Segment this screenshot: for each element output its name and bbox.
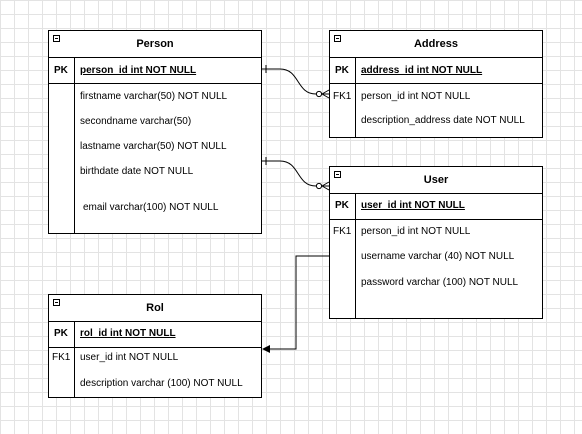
entity-header: Address [330, 31, 542, 58]
crowfoot-many-icon [321, 89, 330, 99]
fk-label: FK1 [333, 91, 352, 102]
pk-field[interactable]: user_id int NOT NULL [361, 200, 465, 211]
pk-label: PK [54, 328, 68, 339]
entity-rol[interactable]: Rol PK rol_id int NOT NULL FK1 user_id i… [48, 294, 262, 398]
field-row[interactable]: description_address date NOT NULL [361, 115, 525, 126]
entity-header: Rol [49, 295, 261, 322]
field-row[interactable]: password varchar (100) NOT NULL [361, 277, 519, 288]
entity-title: User [423, 174, 449, 186]
relationship-person-address[interactable] [262, 65, 330, 99]
pk-section [49, 57, 261, 84]
field-row[interactable]: firstname varchar(50) NOT NULL [80, 91, 228, 102]
arrow-head-icon [262, 345, 270, 353]
field-row[interactable]: user_id int NOT NULL [80, 352, 179, 363]
pk-label: PK [54, 65, 68, 76]
collapse-icon[interactable] [334, 35, 341, 42]
entity-header: User [330, 167, 542, 194]
entity-address[interactable]: Address PK address_id int NOT NULL FK1 p… [329, 30, 543, 138]
field-row[interactable]: username varchar (40) NOT NULL [361, 251, 515, 262]
relationship-person-user[interactable] [262, 157, 330, 191]
pk-section [49, 321, 261, 348]
entity-title: Person [136, 38, 174, 50]
entity-title: Rol [146, 302, 164, 314]
collapse-icon[interactable] [53, 299, 60, 306]
field-row[interactable]: secondname varchar(50) [80, 116, 192, 127]
pk-field[interactable]: person_id int NOT NULL [80, 65, 197, 76]
zero-marker-icon [315, 182, 323, 190]
pk-section [330, 193, 542, 220]
zero-marker-icon [315, 90, 323, 98]
fk-label: FK1 [333, 226, 352, 237]
field-row[interactable]: lastname varchar(50) NOT NULL [80, 141, 227, 152]
field-row[interactable]: person_id int NOT NULL [361, 226, 471, 237]
key-column-divider [74, 57, 75, 233]
field-row[interactable]: description varchar (100) NOT NULL [80, 378, 243, 389]
entity-person[interactable]: Person PK person_id int NOT NULL firstna… [48, 30, 262, 234]
key-column-divider [355, 57, 356, 137]
entity-user[interactable]: User PK user_id int NOT NULL FK1 person_… [329, 166, 543, 319]
pk-field[interactable]: address_id int NOT NULL [361, 65, 483, 76]
key-column-divider [355, 193, 356, 318]
collapse-icon[interactable] [53, 35, 60, 42]
pk-label: PK [335, 200, 349, 211]
key-column-divider [74, 321, 75, 397]
field-row[interactable]: person_id int NOT NULL [361, 91, 471, 102]
pk-field[interactable]: rol_id int NOT NULL [80, 328, 176, 339]
relationship-user-rol[interactable] [262, 255, 329, 353]
pk-section [330, 57, 542, 84]
fk-label: FK1 [52, 352, 71, 363]
field-row[interactable]: email varchar(100) NOT NULL [83, 202, 219, 213]
collapse-icon[interactable] [334, 171, 341, 178]
entity-header: Person [49, 31, 261, 58]
entity-title: Address [413, 38, 459, 50]
crowfoot-many-icon [321, 181, 330, 191]
pk-label: PK [335, 65, 349, 76]
field-row[interactable]: birthdate date NOT NULL [80, 166, 194, 177]
